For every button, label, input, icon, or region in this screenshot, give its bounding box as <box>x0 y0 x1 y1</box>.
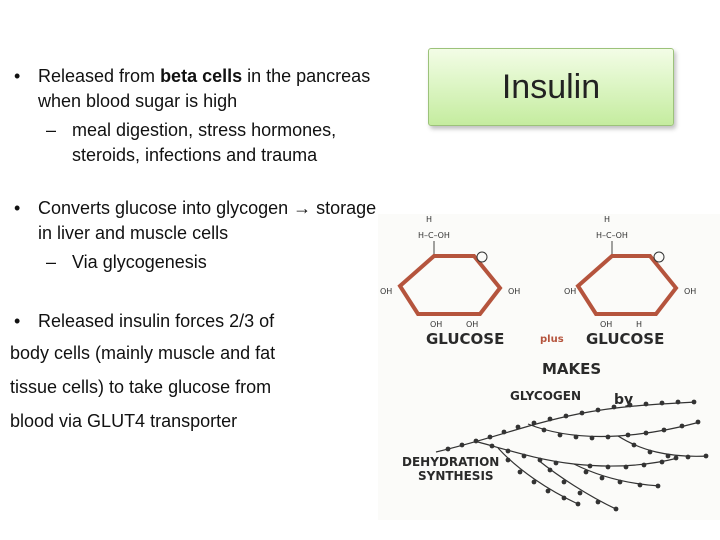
slide-title: Insulin <box>501 67 601 106</box>
bullet-2-sub: –Via glycogenesis <box>14 250 394 275</box>
bullet-1-sub: –meal digestion, stress hormones, steroi… <box>14 118 394 168</box>
group-top-label: H–C–OH <box>418 231 450 240</box>
glucose-ring-left: H H–C–OH OH OH OH OH <box>380 215 520 329</box>
glucose-ring-right: H H–C–OH OH OH OH H <box>564 215 696 329</box>
bullet-1-sub-text: meal digestion, stress hormones, steroid… <box>72 120 337 165</box>
bullet-2-text: Converts glucose into glycogen → storage… <box>38 198 377 243</box>
h-label: H <box>636 320 642 329</box>
group-h-label: H <box>426 215 432 224</box>
bullet-1: • Released from beta cells in the pancrea… <box>14 64 394 114</box>
oh-label: OH <box>430 320 442 329</box>
bullet-1-bold: beta cells <box>160 66 243 86</box>
bullet-list: • Released from beta cells in the pancrea… <box>10 64 394 438</box>
bullet-2-sub-text: Via glycogenesis <box>72 252 207 272</box>
bullet-3-line: tissue cells) to take glucose from <box>10 377 272 397</box>
dehydration-label: DEHYDRATION <box>402 455 499 469</box>
glycogen-chain <box>435 401 709 511</box>
bullet-marker: • <box>14 66 21 86</box>
glucose-right-label: GLUCOSE <box>586 330 664 348</box>
group-top-label: H–C–OH <box>596 231 628 240</box>
bullet-marker: • <box>14 198 21 218</box>
oh-label: OH <box>600 320 612 329</box>
bullet-3: • Released insulin forces 2/3 of <box>14 309 394 334</box>
plus-label: plus <box>540 334 564 345</box>
sub-marker: – <box>46 252 57 272</box>
glycogen-diagram: H H–C–OH OH OH OH OH H H–C–OH OH OH OH <box>380 215 709 512</box>
makes-label: MAKES <box>542 360 601 378</box>
bullet-3-first-line: Released insulin forces 2/3 of <box>38 311 275 331</box>
sub-marker: – <box>46 120 57 140</box>
group-h-label: H <box>604 215 610 224</box>
bullet-2: • Converts glucose into glycogen → storag… <box>14 196 394 246</box>
oh-label: OH <box>564 287 576 296</box>
bullet-1-text-before: Released from <box>38 66 161 86</box>
oh-label: OH <box>466 320 478 329</box>
oh-label: OH <box>684 287 696 296</box>
glycogen-figure: H H–C–OH OH OH OH OH H H–C–OH OH OH OH <box>378 214 720 520</box>
bullet-marker: • <box>14 311 21 331</box>
synthesis-label: SYNTHESIS <box>418 469 494 483</box>
bullet-3-line: body cells (mainly muscle and fat <box>10 343 276 363</box>
glycogen-label: GLYCOGEN <box>510 389 581 403</box>
bullet-1-text-after: in the pancreas when blood sugar is high <box>38 66 371 111</box>
bullet-3-continuation: body cells (mainly muscle and fat tissue… <box>10 336 394 438</box>
bullet-3-line: blood via GLUT4 transporter <box>10 411 238 431</box>
glucose-left-label: GLUCOSE <box>426 330 504 348</box>
oh-label: OH <box>380 287 392 296</box>
oh-label: OH <box>508 287 520 296</box>
title-box: Insulin <box>428 48 674 126</box>
glycogen-beads <box>445 399 709 512</box>
